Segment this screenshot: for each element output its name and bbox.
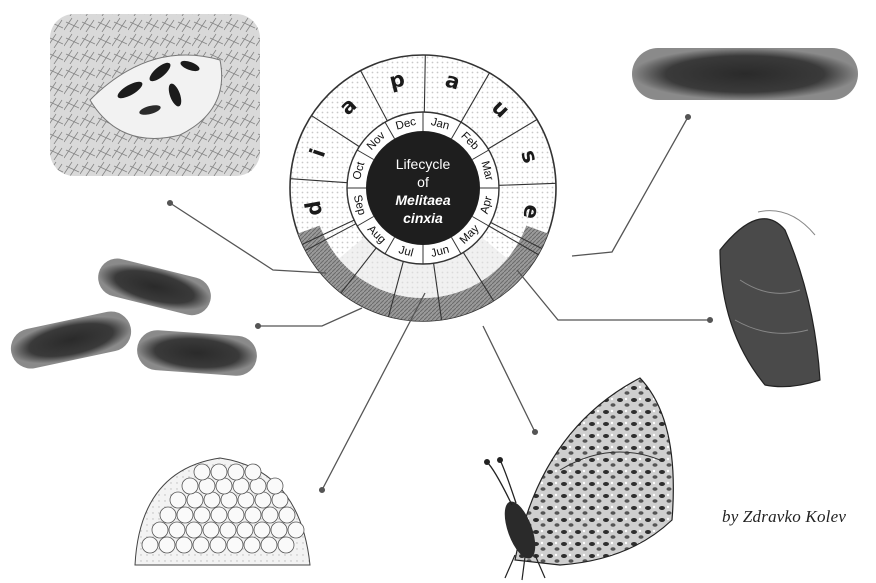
winter-nest-image [50, 14, 260, 176]
author-credit: by Zdravko Kolev [722, 507, 872, 527]
egg [210, 537, 226, 553]
egg [288, 522, 304, 538]
egg [244, 537, 260, 553]
connector-eggs [322, 293, 425, 490]
pupa-image [720, 211, 820, 387]
egg [237, 522, 253, 538]
egg [170, 492, 186, 508]
egg [160, 507, 176, 523]
egg [278, 537, 294, 553]
egg [142, 537, 158, 553]
center-title-line1: Lifecycle [396, 156, 451, 172]
egg [203, 522, 219, 538]
egg [211, 464, 227, 480]
connector-dot [168, 201, 173, 206]
egg [159, 537, 175, 553]
egg [194, 464, 210, 480]
center-title-line4: cinxia [403, 210, 443, 226]
egg [271, 522, 287, 538]
connector-dot [533, 430, 538, 435]
egg [228, 507, 244, 523]
butterfly-image [484, 378, 673, 580]
egg [152, 522, 168, 538]
egg [187, 492, 203, 508]
connector-dot [256, 324, 261, 329]
egg [186, 522, 202, 538]
egg [261, 537, 277, 553]
egg [245, 464, 261, 480]
egg [169, 522, 185, 538]
young-larvae-image [7, 255, 258, 378]
egg [211, 507, 227, 523]
connector-dot [708, 318, 713, 323]
egg [193, 537, 209, 553]
egg [255, 492, 271, 508]
lifecycle-wheel: JanFebMarAprMayJunJulAugSepOctNovDec dia… [290, 55, 556, 321]
center-title-line2: of [417, 174, 429, 190]
egg-cluster-image [135, 458, 310, 565]
egg [220, 522, 236, 538]
egg [177, 507, 193, 523]
egg [245, 507, 261, 523]
egg [267, 478, 283, 494]
egg [182, 478, 198, 494]
egg [216, 478, 232, 494]
connector-dot [686, 115, 691, 120]
egg [194, 507, 210, 523]
egg [227, 537, 243, 553]
connector-adult [483, 326, 535, 432]
egg [254, 522, 270, 538]
egg [233, 478, 249, 494]
egg [250, 478, 266, 494]
egg [238, 492, 254, 508]
egg [221, 492, 237, 508]
egg [279, 507, 295, 523]
egg [176, 537, 192, 553]
connector-dot [320, 488, 325, 493]
egg [199, 478, 215, 494]
connector-spring-larva [572, 117, 688, 256]
connector-young-larvae [258, 308, 362, 326]
egg [204, 492, 220, 508]
egg [262, 507, 278, 523]
egg [228, 464, 244, 480]
center-title-line3: Melitaea [395, 192, 450, 208]
connector-pupa [517, 270, 710, 320]
egg [272, 492, 288, 508]
spring-larva-image [632, 48, 858, 100]
